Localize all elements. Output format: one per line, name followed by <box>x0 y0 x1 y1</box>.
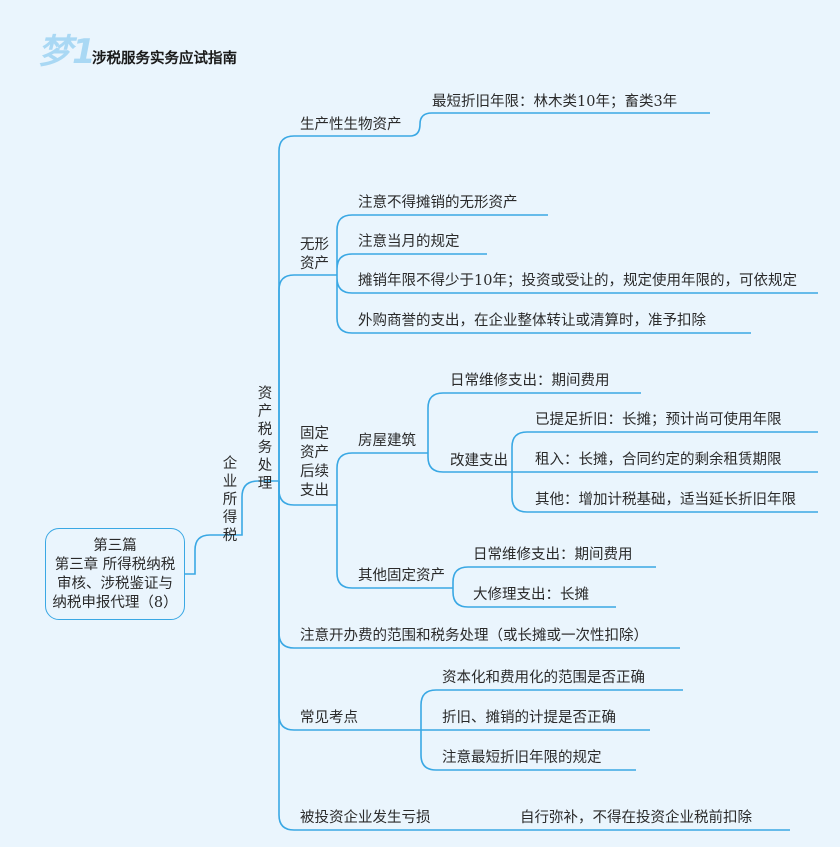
node-common-item: 资本化和费用化的范围是否正确 <box>442 670 645 686</box>
node-investee-loss-rule: 自行弥补，不得在投资企业税前扣除 <box>520 810 752 826</box>
connector-common <box>278 481 650 731</box>
node-asset-tax-treatment: 资产税务处理 <box>257 386 273 492</box>
node-intangible-item: 摊销年限不得少于10年；投资或受让的，规定使用年限的，可依规定 <box>358 273 797 289</box>
connector-intangible <box>278 274 337 481</box>
node-rebuild-item: 租入：长摊，合同约定的剩余租赁期限 <box>535 452 782 468</box>
node-bio-assets: 生产性生物资产 <box>300 117 402 133</box>
node-intangible-item: 外购商誉的支出，在企业整体转让或清算时，准予扣除 <box>358 313 706 329</box>
node-startup-costs: 注意开办费的范围和税务处理（或长摊或一次性扣除） <box>300 628 648 644</box>
node-rebuild-item: 已提足折旧：长摊；预计尚可使用年限 <box>535 412 782 428</box>
node-other-fixed-item: 日常维修支出：期间费用 <box>473 547 633 563</box>
root-node: 第三篇 第三章 所得税纳税 审核、涉税鉴证与 纳税申报代理（8） <box>45 528 185 620</box>
node-investee-loss: 被投资企业发生亏损 <box>300 810 431 826</box>
node-other-fixed: 其他固定资产 <box>358 568 445 584</box>
connector-building-children <box>427 392 641 473</box>
node-bio-depreciation: 最短折旧年限：林木类10年；畜类3年 <box>432 94 678 110</box>
node-rebuild: 改建支出 <box>450 453 508 469</box>
connector-other-children <box>452 566 656 608</box>
connector-intangible-children <box>336 214 818 334</box>
connector-rebuild-children <box>511 431 818 513</box>
node-intangible: 无形资产 <box>300 237 329 272</box>
root-line: 纳税申报代理（8） <box>52 595 178 611</box>
node-rebuild-item: 其他：增加计税基础，适当延长折旧年限 <box>535 492 796 508</box>
connector-loss <box>278 481 790 831</box>
node-building-repair: 日常维修支出：期间费用 <box>450 373 610 389</box>
connector-fixed-children <box>336 452 453 589</box>
node-intangible-item: 注意当月的规定 <box>358 234 460 250</box>
node-common-item: 折旧、摊销的计提是否正确 <box>442 710 616 726</box>
connector-common-children <box>420 689 683 771</box>
node-common-item: 注意最短折旧年限的规定 <box>442 750 602 766</box>
node-building: 房屋建筑 <box>358 433 416 449</box>
connector-root <box>185 480 279 575</box>
book-title: 涉税服务实务应试指南 <box>92 51 237 67</box>
root-line: 审核、涉税鉴证与 <box>57 576 173 592</box>
node-common-points: 常见考点 <box>300 710 358 726</box>
chapter-logo: 梦1 <box>38 32 96 72</box>
node-other-fixed-item: 大修理支出：长摊 <box>473 587 589 603</box>
node-fixed-asset-subsequent: 固定资产后续支出 <box>300 426 329 499</box>
root-line: 第三篇 <box>93 538 137 554</box>
node-intangible-item: 注意不得摊销的无形资产 <box>358 195 518 211</box>
connector-bio <box>278 112 710 481</box>
root-line: 第三章 所得税纳税 <box>54 557 176 573</box>
node-enterprise-income-tax: 企业所得税 <box>222 456 238 544</box>
